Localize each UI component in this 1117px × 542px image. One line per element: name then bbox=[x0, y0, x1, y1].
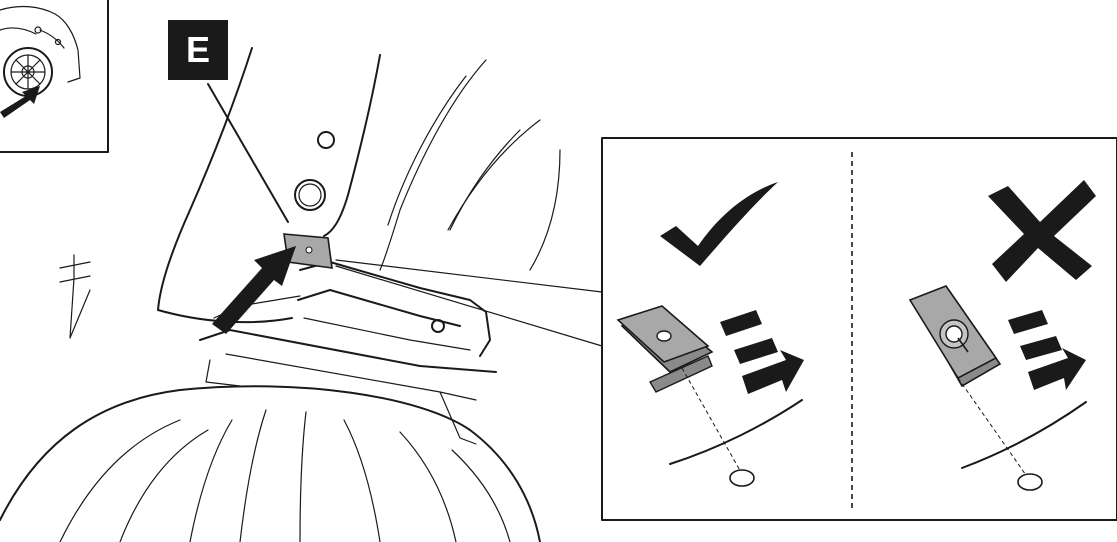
lightning-mark-icon bbox=[59, 254, 91, 339]
insert-direction-arrow-icon bbox=[212, 246, 296, 334]
correct-panel bbox=[616, 182, 804, 487]
installed-clip bbox=[283, 233, 333, 269]
inset-arrow-icon bbox=[0, 86, 40, 118]
incorrect-slide-arrow-icon bbox=[1008, 310, 1086, 390]
body-hole-small bbox=[317, 131, 335, 149]
detail-panel bbox=[601, 137, 1117, 521]
car-location-inset bbox=[0, 0, 109, 153]
incorrect-panel bbox=[908, 180, 1096, 491]
body-hole-large bbox=[294, 179, 326, 211]
correct-slide-arrow-icon bbox=[720, 310, 804, 394]
wheel-arch-drawing bbox=[0, 47, 603, 542]
cross-icon bbox=[988, 180, 1096, 282]
callout-label-e: E bbox=[168, 20, 228, 80]
checkmark-icon bbox=[660, 182, 778, 266]
